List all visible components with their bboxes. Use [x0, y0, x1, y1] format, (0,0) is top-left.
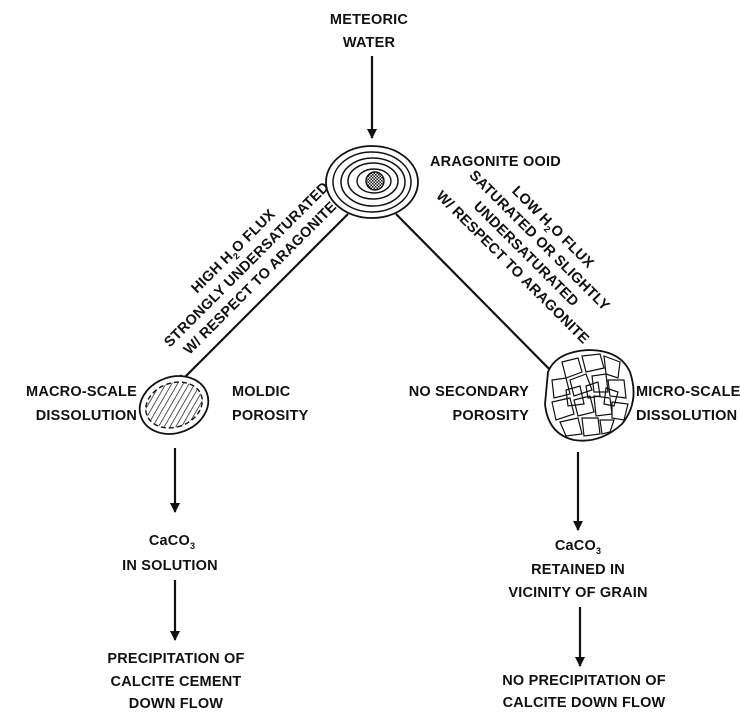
right-retained-line1: RETAINED IN — [531, 562, 625, 578]
aragonite-ooid — [325, 145, 419, 219]
left-result-line1: PRECIPITATION OF — [107, 651, 244, 667]
arrow-ooid-to-left-grain — [177, 213, 349, 385]
left-branch-conditions: HIGH H2O FLUX STRONGLY UNDERSATURATED W/… — [161, 179, 340, 358]
left-grain-left-line1: MACRO-SCALE — [26, 384, 137, 400]
micro-dissolved-grain — [544, 349, 635, 442]
left-result-line2: CALCITE CEMENT — [111, 674, 242, 690]
left-grain-left-line2: DISSOLUTION — [36, 408, 137, 424]
right-grain-left-line1: NO SECONDARY — [409, 384, 529, 400]
right-grain-right-line2: DISSOLUTION — [636, 408, 737, 424]
arrow-ooid-to-right-grain — [395, 213, 565, 385]
left-in-solution-label: IN SOLUTION — [122, 558, 218, 574]
meteoric-label-line1: METEORIC — [330, 12, 408, 28]
left-grain-right-line2: POROSITY — [232, 408, 309, 424]
right-grain-right-line1: MICRO-SCALE — [636, 384, 740, 400]
left-result-line3: DOWN FLOW — [129, 696, 224, 712]
right-result-line2: CALCITE DOWN FLOW — [503, 695, 666, 711]
right-caco3-label: CaCO3 — [555, 538, 601, 556]
left-branch-line2: STRONGLY UNDERSATURATED — [161, 179, 332, 350]
right-retained-line2: VICINITY OF GRAIN — [508, 585, 647, 601]
right-result-line1: NO PRECIPITATION OF — [502, 673, 666, 689]
right-branch-conditions: LOW H2O FLUX SATURATED OR SLIGHTLY UNDER… — [433, 167, 613, 347]
ooid-label: ARAGONITE OOID — [430, 154, 561, 170]
moldic-grain — [138, 375, 210, 435]
meteoric-label-line2: WATER — [343, 35, 396, 51]
left-caco3-label: CaCO3 — [149, 533, 195, 551]
left-grain-right-line1: MOLDIC — [232, 384, 291, 400]
right-grain-left-line2: POROSITY — [452, 408, 529, 424]
